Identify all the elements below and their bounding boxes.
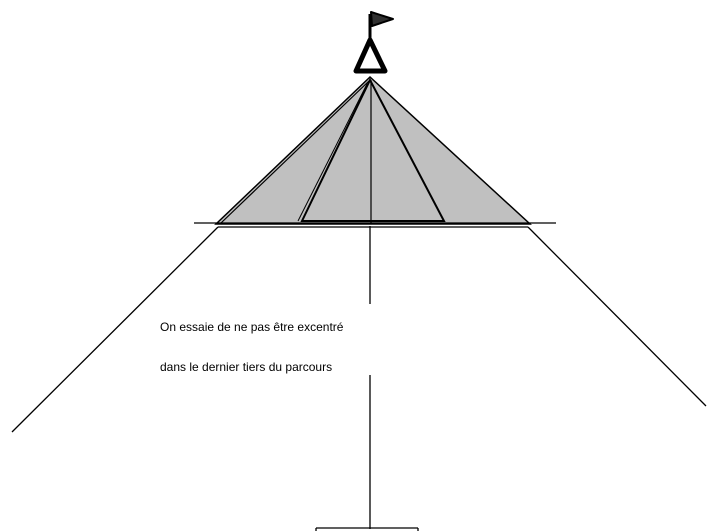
left-approach-line — [11, 226, 219, 433]
caption-line-1: On essaie de ne pas être excentré — [159, 320, 345, 334]
target-zone — [214, 75, 532, 225]
green-marker — [353, 37, 388, 74]
central-corridor — [300, 77, 446, 222]
flag-cloth — [370, 11, 394, 27]
right-approach-line — [527, 226, 707, 407]
central-corridor-inner-left — [297, 83, 368, 222]
caption-line-2: dans le dernier tiers du parcours — [159, 360, 334, 374]
flag-icon — [353, 11, 394, 74]
target-zone-left-edge-double — [220, 80, 370, 224]
